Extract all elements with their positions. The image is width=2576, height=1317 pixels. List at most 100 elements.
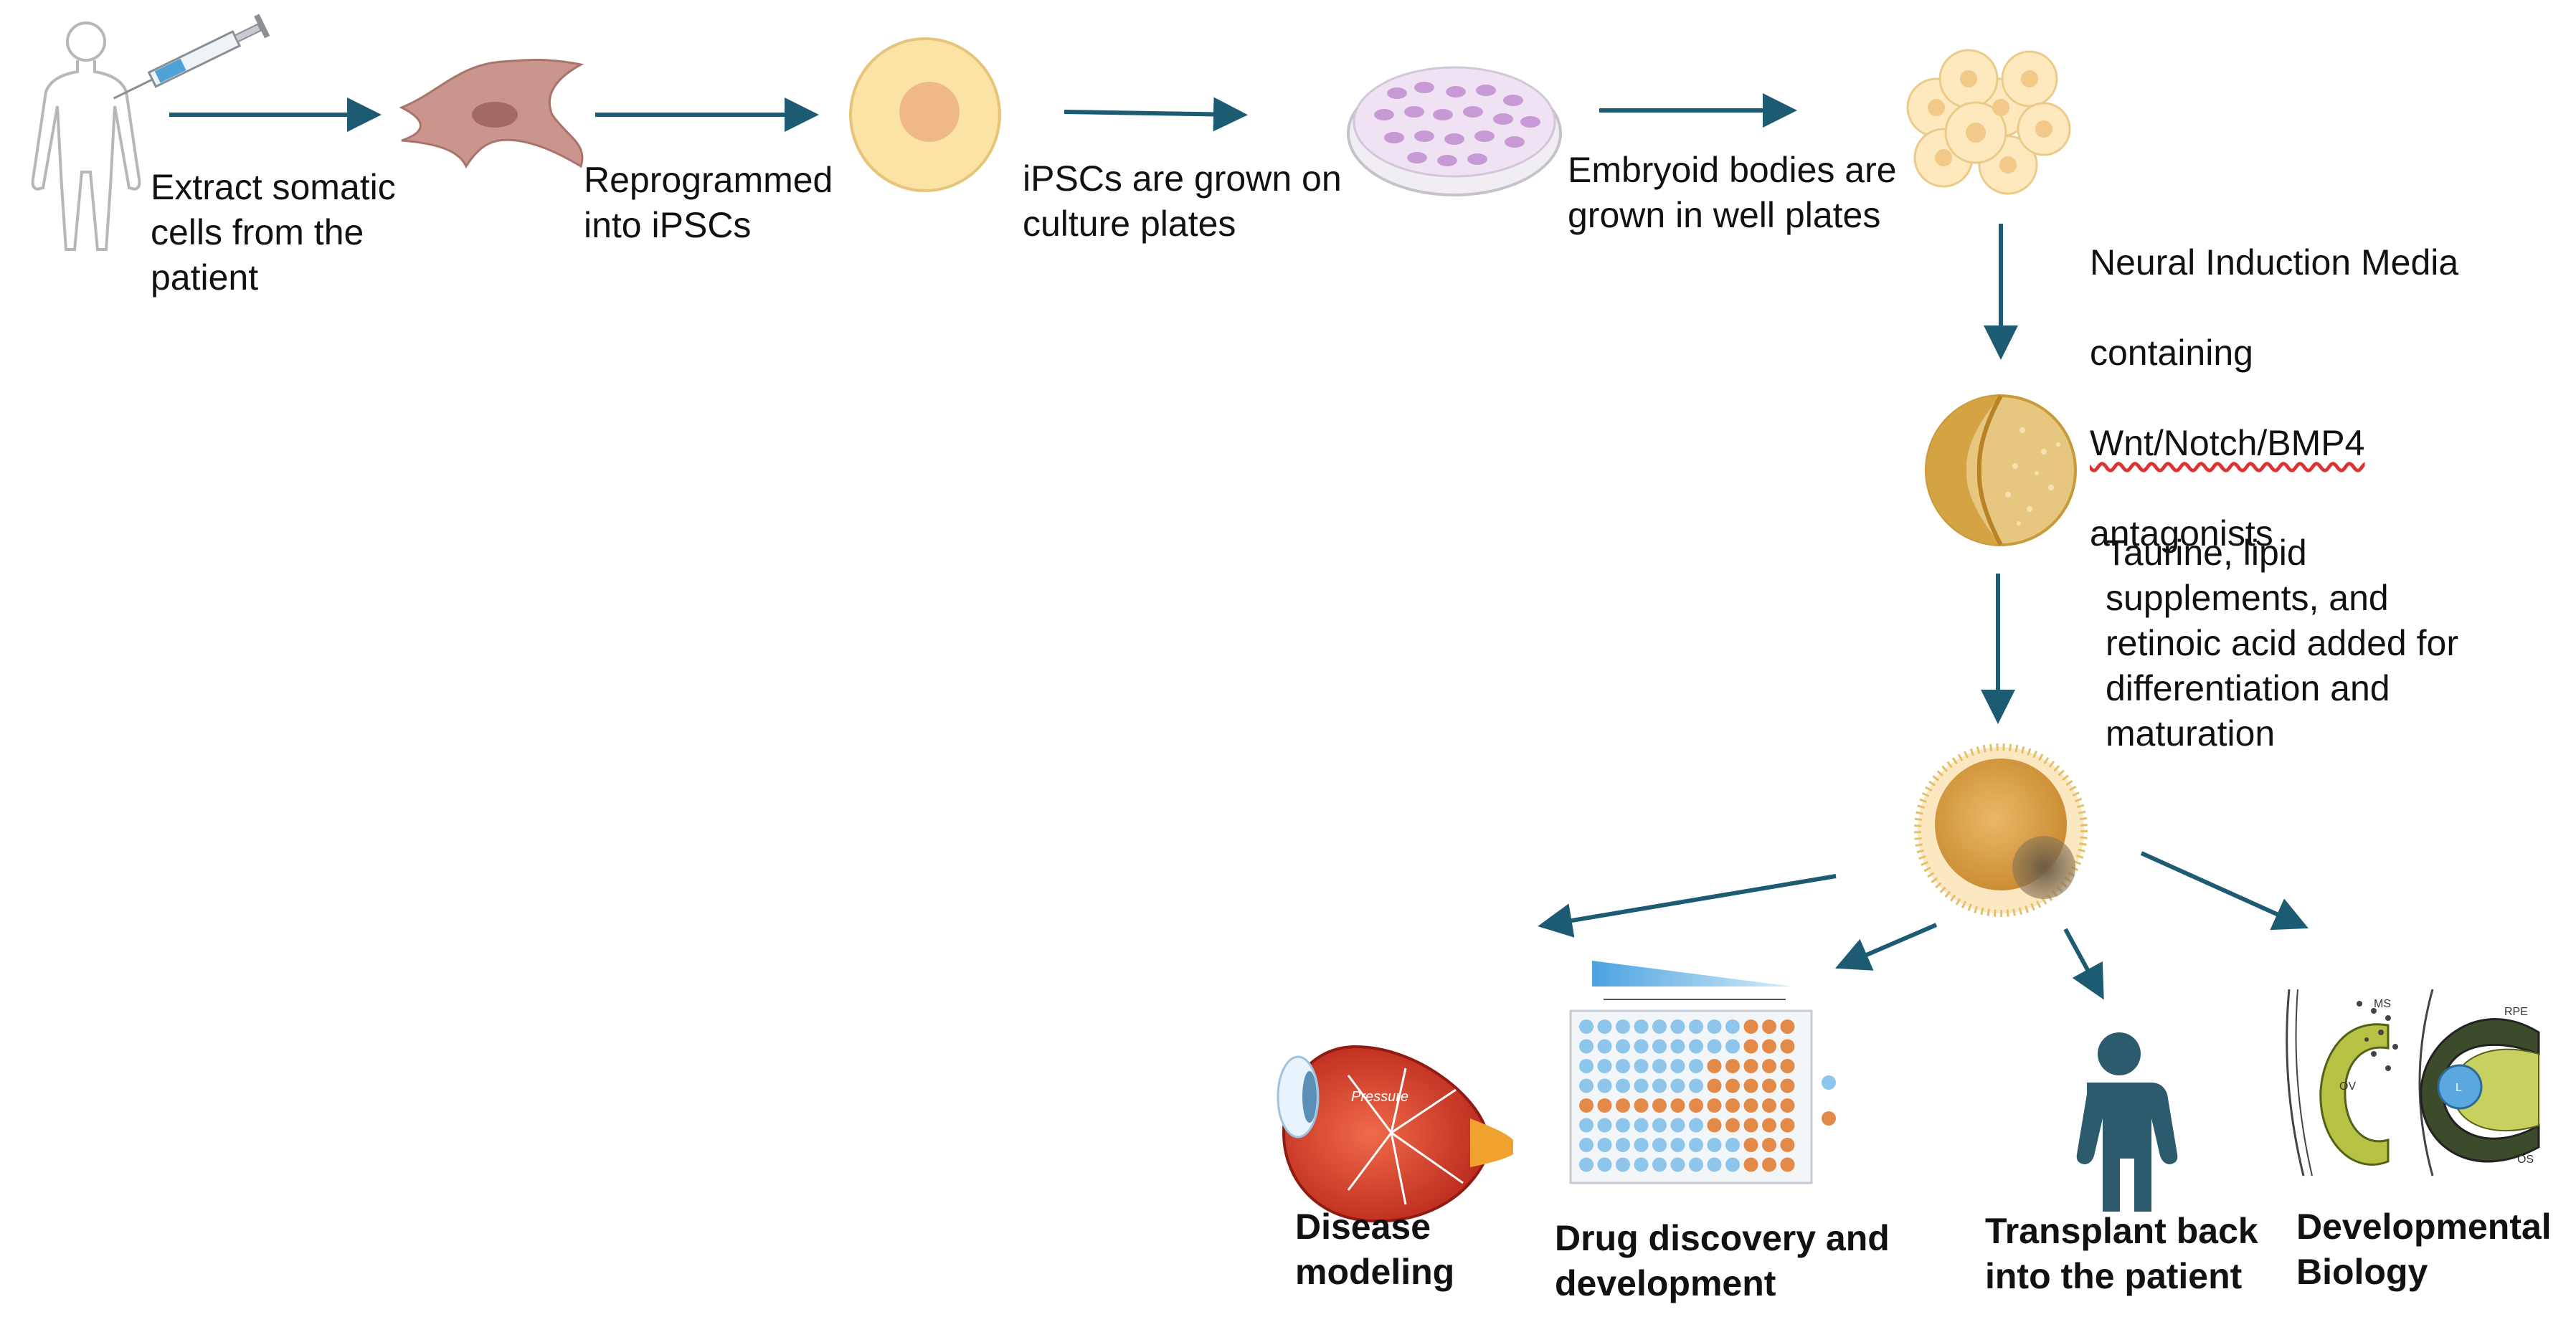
- well: [1707, 1138, 1722, 1152]
- well: [1707, 1098, 1722, 1113]
- well: [1707, 1118, 1722, 1133]
- well: [1634, 1118, 1649, 1133]
- step-embryoid-label: Embryoid bodies are grown in well plates: [1568, 150, 1897, 235]
- well: [1689, 1098, 1703, 1113]
- well: [1652, 1059, 1667, 1073]
- well: [1762, 1118, 1776, 1133]
- neural-line-1: Neural Induction Media: [2090, 242, 2459, 282]
- rpe-label: RPE: [2504, 1006, 2528, 1018]
- ov-label: OV: [2339, 1080, 2356, 1093]
- well: [1780, 1157, 1795, 1172]
- well: [1743, 1078, 1758, 1093]
- well: [1743, 1138, 1758, 1152]
- well: [1689, 1059, 1703, 1073]
- well: [1689, 1118, 1703, 1133]
- person-icon: [2076, 1032, 2178, 1212]
- well: [1616, 1138, 1630, 1152]
- somatic-cell-icon: [399, 59, 584, 169]
- well: [1616, 1019, 1630, 1034]
- well: [1579, 1157, 1594, 1172]
- well: [1579, 1039, 1594, 1054]
- well: [1707, 1039, 1722, 1054]
- well: [1670, 1138, 1685, 1152]
- well: [1670, 1078, 1685, 1093]
- step-neural-induction-label: Neural Induction Media containing Wnt/No…: [2090, 195, 2458, 602]
- app-disease-modeling-label: Disease modeling: [1295, 1207, 1455, 1292]
- well: [1725, 1118, 1740, 1133]
- well: [1634, 1039, 1649, 1054]
- well: [1780, 1098, 1795, 1113]
- well: [1597, 1078, 1612, 1093]
- neural-line-3: Wnt/Notch/BMP4: [2090, 423, 2365, 463]
- well: [1725, 1078, 1740, 1093]
- well: [1743, 1019, 1758, 1034]
- well: [1743, 1098, 1758, 1113]
- well: [1707, 1157, 1722, 1172]
- well: [1634, 1059, 1649, 1073]
- well: [1725, 1157, 1740, 1172]
- well: [1780, 1118, 1795, 1133]
- well: [1725, 1019, 1740, 1034]
- well: [1725, 1138, 1740, 1152]
- well: [1762, 1098, 1776, 1113]
- well: [1652, 1157, 1667, 1172]
- well: [1597, 1059, 1612, 1073]
- petri-dish-icon: [1347, 66, 1562, 196]
- syringe-icon: [113, 14, 270, 100]
- well: [1670, 1039, 1685, 1054]
- well: [1616, 1039, 1630, 1054]
- well: [1689, 1039, 1703, 1054]
- well: [1634, 1019, 1649, 1034]
- well: [1707, 1019, 1722, 1034]
- eye-label: Pressure: [1351, 1089, 1408, 1105]
- well: [1743, 1059, 1758, 1073]
- well: [1670, 1019, 1685, 1034]
- human-body-icon: [31, 22, 141, 251]
- well: [1670, 1059, 1685, 1073]
- os-label: OS: [2517, 1154, 2534, 1166]
- well: [1634, 1138, 1649, 1152]
- neural-line-4: antagonists: [2090, 513, 2273, 553]
- well: [1634, 1098, 1649, 1113]
- well: [1616, 1157, 1630, 1172]
- well: [1616, 1078, 1630, 1093]
- well: [1725, 1039, 1740, 1054]
- neural-line-2: containing: [2090, 333, 2253, 373]
- well: [1579, 1098, 1594, 1113]
- well: [1616, 1098, 1630, 1113]
- well: [1634, 1078, 1649, 1093]
- well: [1743, 1118, 1758, 1133]
- flow-arrows: [169, 93, 2309, 1000]
- well: [1597, 1157, 1612, 1172]
- well: [1670, 1118, 1685, 1133]
- app-drug-discovery-label: Drug discovery and development: [1555, 1218, 1890, 1303]
- well: [1652, 1098, 1667, 1113]
- well: [1670, 1157, 1685, 1172]
- embryoid-body-icon: [1906, 49, 2071, 195]
- well: [1597, 1098, 1612, 1113]
- well: [1579, 1078, 1594, 1093]
- well: [1762, 1019, 1776, 1034]
- step-taurine-label: Taurine, lipid supplements, and retinoic…: [2106, 533, 2458, 753]
- well: [1689, 1019, 1703, 1034]
- well: [1762, 1157, 1776, 1172]
- well: [1762, 1059, 1776, 1073]
- well: [1780, 1039, 1795, 1054]
- step-reprogram-label: Reprogrammed into iPSCs: [584, 160, 833, 245]
- well: [1743, 1039, 1758, 1054]
- well: [1707, 1059, 1722, 1073]
- well: [1725, 1059, 1740, 1073]
- well: [1762, 1078, 1776, 1093]
- well: [1780, 1078, 1795, 1093]
- app-developmental-biology-label: Developmental Biology: [2296, 1207, 2552, 1292]
- well: [1579, 1118, 1594, 1133]
- well-plate-icon: [1569, 961, 1836, 1184]
- well: [1780, 1019, 1795, 1034]
- well: [1597, 1118, 1612, 1133]
- lens-label: L: [2456, 1082, 2462, 1094]
- well: [1597, 1039, 1612, 1054]
- well: [1579, 1059, 1594, 1073]
- well: [1725, 1098, 1740, 1113]
